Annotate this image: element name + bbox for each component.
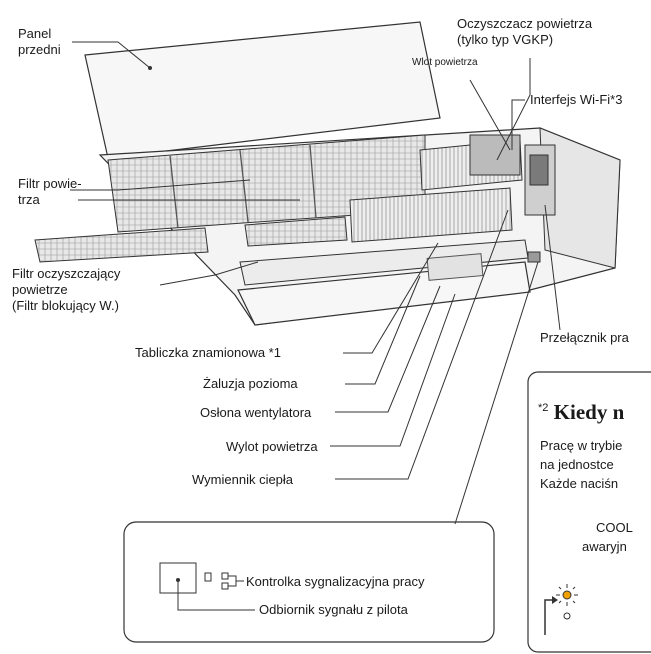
leader-lines	[70, 41, 561, 480]
label-operation-switch: Przełącznik pra	[540, 330, 629, 345]
inset-title: *2 Kiedy n	[538, 400, 625, 424]
inset-mode-label: COOL	[596, 520, 633, 535]
label-heat-exchanger: Wymiennik ciepła	[192, 472, 294, 487]
inset-line-1: Pracę w trybie	[540, 438, 623, 453]
heat-exchanger	[349, 187, 513, 243]
label-indicator-lamp: Kontrolka sygnalizacyjna pracy	[246, 574, 425, 589]
sun-icon	[556, 584, 578, 606]
operation-switch	[527, 251, 541, 263]
front-panel	[84, 21, 441, 159]
label-fan-guard: Osłona wentylatora	[200, 405, 312, 420]
label-rating-plate: Tabliczka znamionowa *1	[135, 345, 281, 360]
label-remote-receiver: Odbiornik sygnału z pilota	[259, 602, 408, 617]
label-air-inlet: Wlot powietrza	[412, 57, 478, 68]
label-air-outlet: Wylot powietrza	[226, 439, 318, 454]
purifying-filter	[34, 227, 209, 263]
label-wifi-interface: Interfejs Wi-Fi*3	[530, 92, 623, 107]
label-purifying-filter: Filtr oczyszczający powietrze (Filtr blo…	[12, 266, 121, 313]
label-air-purifier: Oczyszczacz powietrza (tylko typ VGKP)	[457, 16, 593, 47]
display-window	[426, 253, 484, 281]
label-air-filter: Filtr powie- trza	[18, 176, 82, 207]
label-horizontal-louver: Żaluzja pozioma	[203, 376, 298, 391]
inset-line-3: Każde naciśn	[540, 476, 619, 491]
inset-mode-sub: awaryjn	[582, 539, 627, 554]
air-purifier-module	[469, 134, 521, 176]
inset-line-2: na jednostce	[540, 457, 614, 472]
callout-box	[123, 521, 495, 643]
inset-box	[527, 371, 651, 653]
label-front-panel: Panel przedni	[18, 26, 61, 57]
